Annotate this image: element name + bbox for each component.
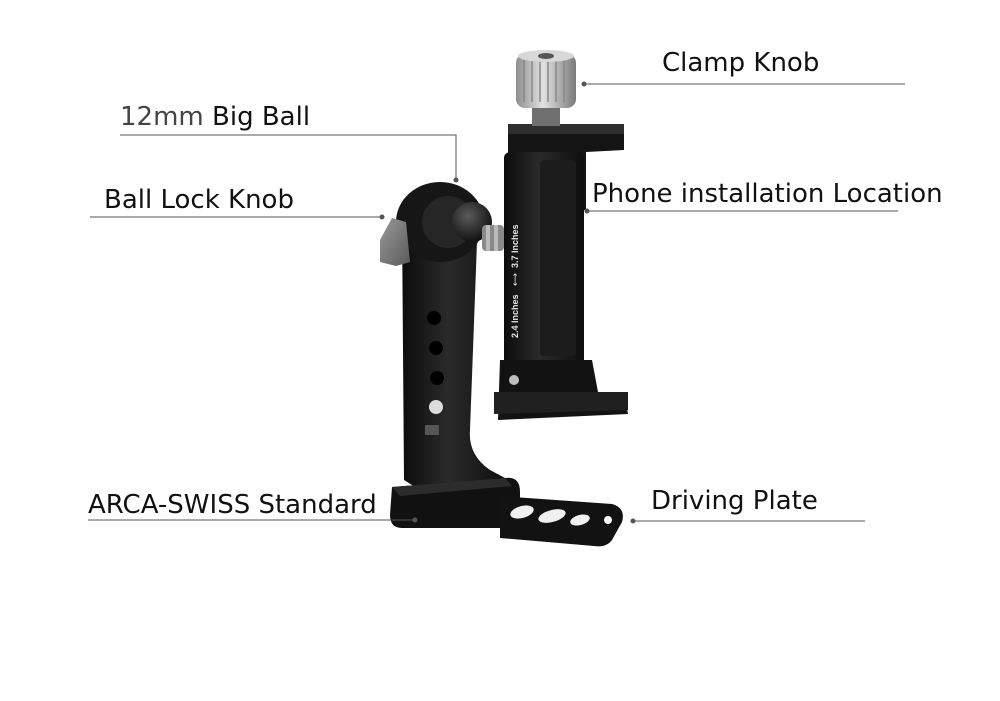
engraving-max: 3.7 Inches — [510, 224, 520, 268]
big-ball-icon — [452, 202, 504, 251]
leader-big-ball — [120, 134, 457, 180]
arca-base-plate — [390, 477, 520, 528]
leader-dots — [379, 81, 636, 524]
ball-lock-knob-icon — [380, 218, 410, 266]
driving-plate-icon — [500, 496, 623, 547]
clamp-knob-icon — [516, 50, 576, 126]
engraving-min: 2.4 Inches — [510, 294, 520, 338]
size-engraving: 2.4 Inches ⟷ 3.7 Inches — [510, 224, 521, 338]
label-clamp-knob: Clamp Knob — [662, 48, 820, 78]
leader-lines — [88, 83, 905, 522]
label-ball-lock-knob: Ball Lock Knob — [104, 185, 294, 215]
l-bracket — [396, 182, 505, 490]
label-driving-plate: Driving Plate — [651, 486, 818, 516]
label-arca-swiss: ARCA-SWISS Standard — [88, 490, 377, 520]
label-big-ball-text: Big Ball — [212, 102, 311, 132]
engraving-arrow: ⟷ — [511, 273, 521, 286]
label-phone-location: Phone installation Location — [592, 179, 943, 209]
phone-clamp — [494, 124, 628, 420]
label-big-ball: 12mm Big Ball — [120, 104, 310, 130]
label-big-ball-size: 12mm — [120, 102, 204, 132]
